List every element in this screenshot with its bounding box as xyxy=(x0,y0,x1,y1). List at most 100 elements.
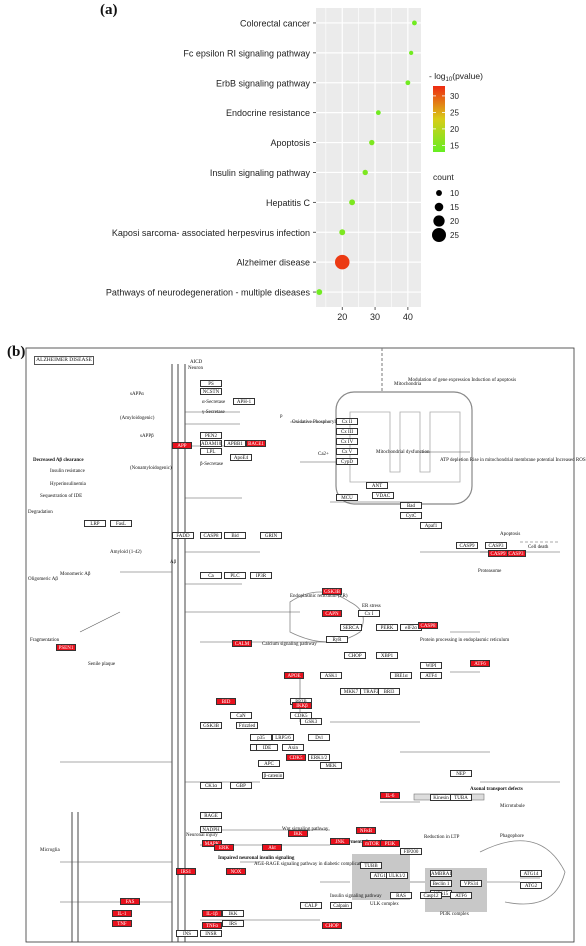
gene-node: CASP8 xyxy=(200,532,222,539)
gene-node: ULK1/2 xyxy=(386,872,408,879)
process-label: Senile plaque xyxy=(88,662,116,667)
process-label: Degradation xyxy=(28,510,53,515)
gene-node: Apaf1 xyxy=(420,522,442,529)
process-label: Hyperinsulinemia xyxy=(50,482,86,487)
process-label: Decreased Aβ clearance xyxy=(33,458,84,463)
gene-node: XBP1 xyxy=(376,652,398,659)
gene-node: Frizzled xyxy=(236,722,258,729)
process-label: Apoptosis xyxy=(500,532,521,537)
y-tick-label: Pathways of neurodegeneration - multiple… xyxy=(106,288,311,298)
gene-node: PLC xyxy=(224,572,246,579)
gene-node: Casp12 xyxy=(420,892,442,899)
gene-node-highlighted: IKKβ xyxy=(292,702,312,709)
gene-node: Axin xyxy=(282,744,304,751)
process-label: Impaired neuronal insulin signaling xyxy=(218,856,295,861)
gene-node-highlighted: IKK xyxy=(288,830,308,837)
gene-node-highlighted: Akt xyxy=(262,844,282,851)
size-legend-label: 10 xyxy=(450,189,459,198)
gene-node: GSK3 xyxy=(300,718,322,725)
gene-node: APC xyxy=(258,760,280,767)
x-tick-label: 20 xyxy=(337,312,347,322)
gene-node: INS xyxy=(176,930,198,937)
region-label: Microtubule xyxy=(500,804,525,809)
gene-node: NADPH xyxy=(200,826,222,833)
region-label: Neuron xyxy=(188,366,203,371)
gene-node: CaN xyxy=(230,712,252,719)
gene-node: LRP5/6 xyxy=(272,734,294,741)
gene-node: Ca xyxy=(200,572,222,579)
gene-node: LPL xyxy=(200,448,222,455)
gene-node: ADAM10 xyxy=(200,440,222,447)
annotation-label: Aβ xyxy=(170,560,177,565)
process-label: Oligomeric Aβ xyxy=(28,577,58,582)
gene-node: p35 xyxy=(250,734,272,741)
gene-node: ATG2 xyxy=(520,882,542,889)
gene-node: NCSTN xyxy=(200,388,222,395)
gene-node-highlighted: ERK xyxy=(214,844,234,851)
y-tick-label: Insulin signaling pathway xyxy=(210,168,311,178)
process-label: Cell death xyxy=(528,545,549,550)
gene-node: IRS xyxy=(222,920,244,927)
gene-node: Beclin 1 xyxy=(430,880,452,887)
process-label: PI3K complex xyxy=(440,912,470,917)
y-tick-label: Alzheimer disease xyxy=(236,258,310,268)
gene-node-highlighted: BID xyxy=(216,698,236,705)
gene-node: VPS34 xyxy=(460,880,482,887)
data-point xyxy=(409,50,414,55)
gene-node: ASK1 xyxy=(320,672,342,679)
gene-node: CytC xyxy=(400,512,422,519)
gene-node: GRIN xyxy=(260,532,282,539)
gene-node: Cx III xyxy=(336,428,358,435)
process-label: Endoplasmic reticulum (ER) xyxy=(290,594,348,599)
gene-node: CASP9 xyxy=(456,542,478,549)
annotation-label: p xyxy=(280,414,283,419)
size-legend-label: 15 xyxy=(450,203,459,212)
gene-node: GSK3B xyxy=(200,722,222,729)
gene-node: β-catenin xyxy=(262,772,284,779)
gene-node: Calpain xyxy=(330,902,352,909)
size-legend-label: 20 xyxy=(450,217,459,226)
gene-node-highlighted: JNK xyxy=(330,838,350,845)
size-legend-dot xyxy=(436,190,442,196)
gene-node: TUBB xyxy=(360,862,382,869)
gene-node: INSR xyxy=(200,930,222,937)
gene-node-highlighted: APOE xyxy=(284,672,304,679)
data-point xyxy=(362,169,368,176)
gene-node: CASP3 xyxy=(485,542,507,549)
gene-node: Cx I xyxy=(358,610,380,617)
pathway-frame xyxy=(25,347,575,943)
gene-node-highlighted: PSEN1 xyxy=(56,644,76,651)
process-label: Calcium signaling pathway xyxy=(262,642,317,647)
colorbar-tick-label: 25 xyxy=(450,108,459,117)
gene-node-highlighted: BACE1 xyxy=(246,440,266,447)
y-tick-label: Apoptosis xyxy=(270,138,310,148)
gene-node: IP3R xyxy=(250,572,272,579)
data-point xyxy=(339,229,346,236)
gene-node: IDE xyxy=(256,744,278,751)
gene-node: PEN2 xyxy=(200,432,222,439)
process-label: Modulation of gene expression Induction … xyxy=(408,378,517,383)
gene-node: MEK xyxy=(320,762,342,769)
gene-node-highlighted: IRS1 xyxy=(176,868,196,875)
region-label: Microglia xyxy=(40,848,60,853)
annotation-label: Monomeric Aβ xyxy=(60,572,91,577)
panel-label-b: (b) xyxy=(7,344,26,360)
gene-node: IRE1α xyxy=(390,672,412,679)
gene-node: Kinesin xyxy=(430,794,452,801)
data-point xyxy=(375,110,381,116)
data-point xyxy=(316,289,323,295)
gene-node: Cx V xyxy=(336,448,358,455)
gene-node: ATF4 xyxy=(420,672,442,679)
gene-node-highlighted: NFκB xyxy=(356,827,376,834)
gene-node: ATG14 xyxy=(520,870,542,877)
gene-node: ANT xyxy=(366,482,388,489)
y-tick-label: ErbB signaling pathway xyxy=(216,78,311,88)
gene-node-highlighted: NOX xyxy=(226,868,246,875)
gene-node-highlighted: CASP8 xyxy=(418,622,438,629)
gene-node-highlighted: IL-1 xyxy=(112,910,132,917)
gene-node-highlighted: IL-1β xyxy=(202,910,222,917)
gene-node-highlighted: CDK5 xyxy=(286,754,306,761)
process-label: Axonal transport defects xyxy=(470,787,523,792)
annotation-label: Ca2+ xyxy=(318,452,329,457)
panel-label-a: (a) xyxy=(100,2,118,18)
